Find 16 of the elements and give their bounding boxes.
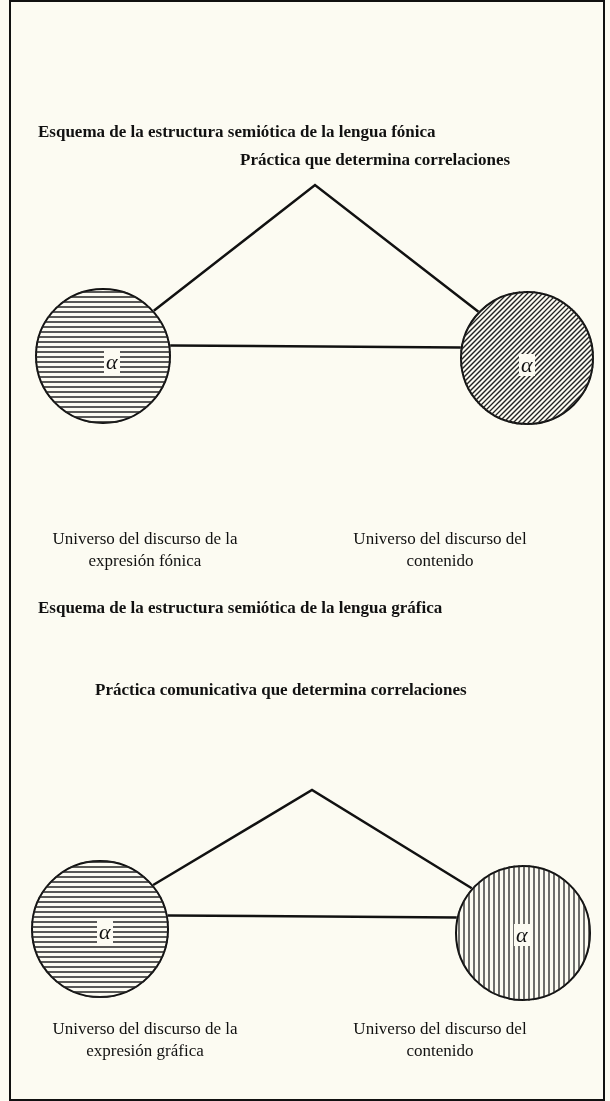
circle-caption: Universo del discurso de la expresión gráfica	[51, 1018, 239, 1063]
triangle-side	[153, 183, 480, 313]
circle-caption: Universo del discurso del contenido	[352, 1018, 528, 1063]
practice-label: Práctica comunicativa que determina correlaciones	[95, 680, 467, 700]
circle-caption: Universo del discurso del contenido	[352, 528, 528, 573]
triangle-side	[170, 344, 461, 349]
alpha-symbol: α	[104, 351, 120, 373]
alpha-symbol: α	[97, 921, 113, 943]
alpha-symbol: α	[514, 924, 530, 946]
diagram-heading: Esquema de la estructura semiótica de la lengua gráfica	[38, 598, 443, 618]
diagram-heading: Esquema de la estructura semiótica de la lengua fónica	[38, 122, 436, 142]
alpha-symbol: α	[519, 354, 535, 376]
circle-caption: Universo del discurso de la expresión fónica	[51, 528, 239, 573]
practice-label: Práctica que determina correlaciones	[240, 150, 511, 170]
triangle-side	[152, 788, 473, 890]
triangle-side	[167, 914, 457, 919]
